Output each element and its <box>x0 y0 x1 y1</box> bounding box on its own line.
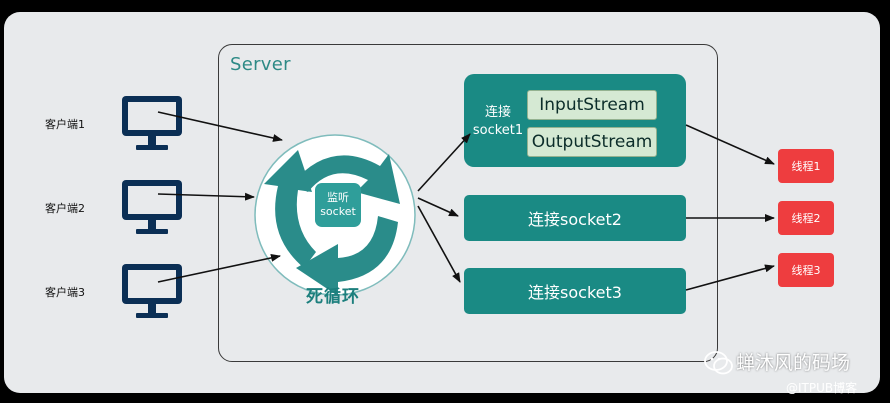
client-2: 客户端2 <box>28 178 182 240</box>
wechat-icon <box>704 351 733 375</box>
client-3: 客户端3 <box>28 262 182 324</box>
arrow-client2-loop <box>157 192 255 201</box>
monitor-icon <box>122 264 182 318</box>
socket2-box: 连接socket2 <box>464 195 686 241</box>
watermark-site: @ITPUB博客 <box>786 381 858 395</box>
socket1-line1: 连接 <box>484 105 511 120</box>
socket1-label: 连接 socket1 <box>470 104 526 140</box>
watermark: 蝉沐风的码场 @ITPUB博客 <box>704 346 874 398</box>
socket3-box: 连接socket3 <box>464 268 686 314</box>
arrow-loop-socket1 <box>417 133 471 192</box>
client-1: 客户端1 <box>28 94 182 156</box>
monitor-icon <box>122 180 182 234</box>
socket1-line2: socket1 <box>472 123 524 138</box>
arrow-loop-socket2 <box>417 197 459 217</box>
monitor-icon <box>122 96 182 150</box>
listener-line2: socket <box>320 205 356 218</box>
arrow-client1-loop <box>157 111 283 142</box>
thread-2: 线程2 <box>778 201 834 235</box>
server-box <box>218 44 718 362</box>
client-label: 客户端2 <box>45 202 85 215</box>
arrow-socket3-thread3 <box>685 264 775 291</box>
thread-3: 线程3 <box>778 253 834 287</box>
watermark-name: 蝉沐风的码场 <box>736 352 851 374</box>
loop-caption: 死循环 <box>306 287 360 307</box>
arrow-socket1-thread1 <box>685 124 775 165</box>
server-title: Server <box>230 54 291 75</box>
arrow-loop-socket3 <box>417 205 461 283</box>
output-stream: OutputStream <box>527 127 657 157</box>
client-label: 客户端1 <box>45 118 85 131</box>
input-stream: InputStream <box>527 90 657 120</box>
listener-line1: 监听 <box>327 191 349 204</box>
arrow-client3-loop <box>157 253 281 283</box>
listener-socket-badge: 监听 socket <box>315 183 361 227</box>
client-label: 客户端3 <box>45 286 85 299</box>
thread-1: 线程1 <box>778 149 834 183</box>
